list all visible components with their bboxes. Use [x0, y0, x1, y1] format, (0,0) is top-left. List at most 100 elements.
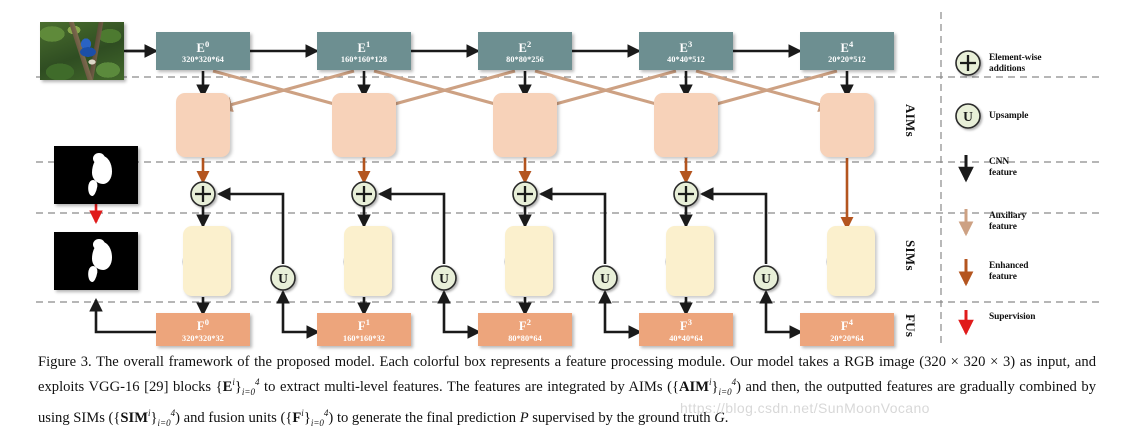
- legend-cnn-line1: CNN: [989, 157, 1010, 167]
- upsample-to-add-arrows: [216, 187, 768, 264]
- fu-2-dims: 80*80*64: [508, 333, 542, 343]
- fu-to-upsample-arrows: [276, 289, 773, 313]
- fu-0-index: 0: [204, 317, 210, 328]
- aim-module-2[interactable]: [493, 93, 557, 157]
- encoder-3-index: 3: [688, 38, 693, 49]
- fu-1-title: F1: [357, 317, 371, 334]
- add-circles[interactable]: [190, 181, 699, 207]
- encoder-block-0[interactable]: E0 320*320*64: [156, 32, 250, 70]
- encoder-1-dims: 160*160*128: [340, 55, 388, 65]
- encoder-1-index: 1: [366, 38, 371, 49]
- fu-3-title: F3: [679, 317, 693, 334]
- pred-bird-tail: [86, 265, 99, 283]
- caption-line-2-prefix: RGB image (320 × 320 × 3) as input, and …: [38, 354, 1096, 398]
- aim-module-1[interactable]: [332, 93, 396, 157]
- encoder-block-2[interactable]: E2 80*80*256: [478, 32, 572, 70]
- fusion-unit-3[interactable]: F3 40*40*64: [639, 313, 733, 346]
- add-circle-0[interactable]: [190, 181, 216, 207]
- figure-caption: Figure 3. The overall framework of the p…: [38, 352, 1096, 433]
- encoder-0-title: E0: [196, 38, 210, 56]
- upsample-circle-0[interactable]: U: [270, 265, 296, 291]
- svg-text:U: U: [439, 271, 449, 286]
- aim-module-0[interactable]: [176, 93, 230, 157]
- legend-upsample-icon: U: [955, 103, 981, 129]
- sim-module-2[interactable]: [505, 226, 553, 296]
- legend-label-supervision: Supervision: [989, 312, 1035, 323]
- svg-text:U: U: [761, 271, 771, 286]
- encoder-to-aim-arrows: [196, 71, 854, 99]
- fu-0-title: F0: [196, 317, 210, 334]
- encoder-4-index: 4: [849, 38, 854, 49]
- legend-cnn-line2: feature: [989, 167, 1017, 178]
- encoder-0-index: 0: [205, 38, 210, 49]
- pred-bird-head: [93, 239, 105, 250]
- auxiliary-feature-arrows: [212, 69, 838, 113]
- row-label-fus: FUs: [903, 314, 918, 338]
- encoder-4-dims: 20*20*512: [828, 55, 866, 65]
- sim-module-0[interactable]: [183, 226, 231, 296]
- legend-supervision-line1: Supervision: [989, 312, 1036, 322]
- ground-truth-mask: [54, 146, 138, 204]
- legend-auxiliary-line1: Auxiliary: [989, 211, 1027, 221]
- upsample-circle-2[interactable]: U: [592, 265, 618, 291]
- fu-1-index: 1: [365, 317, 371, 328]
- legend-upsample-line1: Upsample: [989, 111, 1029, 121]
- aim-to-add-arrows: [196, 158, 693, 184]
- fusion-unit-1[interactable]: F1 160*160*32: [317, 313, 411, 346]
- encoder-block-4[interactable]: E4 20*20*512: [800, 32, 894, 70]
- upsample-circles[interactable]: U U U U: [270, 265, 779, 291]
- fu-2-index: 2: [526, 317, 532, 328]
- add-circle-3[interactable]: [673, 181, 699, 207]
- fu-3-dims: 40*40*64: [669, 333, 703, 343]
- fu0-to-prediction-arrow: [89, 297, 156, 334]
- legend-add-icon: [955, 50, 981, 76]
- fusion-unit-2[interactable]: F2 80*80*64: [478, 313, 572, 346]
- svg-text:U: U: [278, 271, 288, 286]
- legend-enhanced-line2: feature: [989, 271, 1017, 282]
- fu-chain-arrows: [281, 313, 804, 339]
- svg-text:U: U: [963, 109, 973, 124]
- gt-bird-tail: [86, 179, 99, 197]
- fusion-unit-4[interactable]: F4 20*20*64: [800, 313, 894, 346]
- legend-label-upsample: Upsample: [989, 111, 1028, 122]
- fusion-unit-0[interactable]: F0 320*320*32: [156, 313, 250, 346]
- encoder-2-title: E2: [518, 38, 532, 56]
- caption-line-1: Figure 3. The overall framework of the p…: [38, 354, 840, 370]
- encoder-1-title: E1: [357, 38, 371, 56]
- row-label-aims: AIMs: [903, 104, 918, 137]
- fu-4-title: F4: [840, 317, 854, 334]
- encoder-3-dims: 40*40*512: [667, 55, 705, 65]
- rgb-input-image: [40, 22, 124, 80]
- fu-4-index: 4: [848, 317, 854, 328]
- row-label-sims: SIMs: [903, 240, 918, 271]
- encoder-block-1[interactable]: E1 160*160*128: [317, 32, 411, 70]
- encoder-3-title: E3: [679, 38, 693, 56]
- legend-additions-line2: additions: [989, 63, 1026, 74]
- aim-module-4[interactable]: [820, 93, 874, 157]
- sim-module-1[interactable]: [344, 226, 392, 296]
- add-to-sim-arrows: [196, 206, 693, 229]
- legend-auxiliary-line2: feature: [989, 221, 1017, 232]
- encoder-0-dims: 320*320*64: [182, 55, 224, 65]
- upsample-circle-1[interactable]: U: [431, 265, 457, 291]
- sim-module-3[interactable]: [666, 226, 714, 296]
- caption-line-4: to generate the final prediction P super…: [336, 409, 729, 426]
- encoder-2-dims: 80*80*256: [506, 55, 544, 65]
- prediction-mask: [54, 232, 138, 290]
- aim-module-3[interactable]: [654, 93, 718, 157]
- encoder-2-index: 2: [527, 38, 532, 49]
- fu-2-title: F2: [518, 317, 532, 334]
- caption-line-3: by AIMs ({AIMi}i=04) and then, the outpu…: [38, 377, 1096, 428]
- fu-0-dims: 320*320*32: [182, 333, 224, 343]
- add-circle-1[interactable]: [351, 181, 377, 207]
- fu-3-index: 3: [687, 317, 693, 328]
- svg-text:U: U: [600, 271, 610, 286]
- legend-label-element-wise-additions: Element-wise additions: [989, 53, 1042, 74]
- legend-label-cnn-feature: CNN feature: [989, 157, 1017, 178]
- sim-module-4[interactable]: [827, 226, 875, 296]
- encoder-block-3[interactable]: E3 40*40*512: [639, 32, 733, 70]
- upsample-circle-3[interactable]: U: [753, 265, 779, 291]
- add-circle-2[interactable]: [512, 181, 538, 207]
- section-dividers: [36, 76, 1100, 303]
